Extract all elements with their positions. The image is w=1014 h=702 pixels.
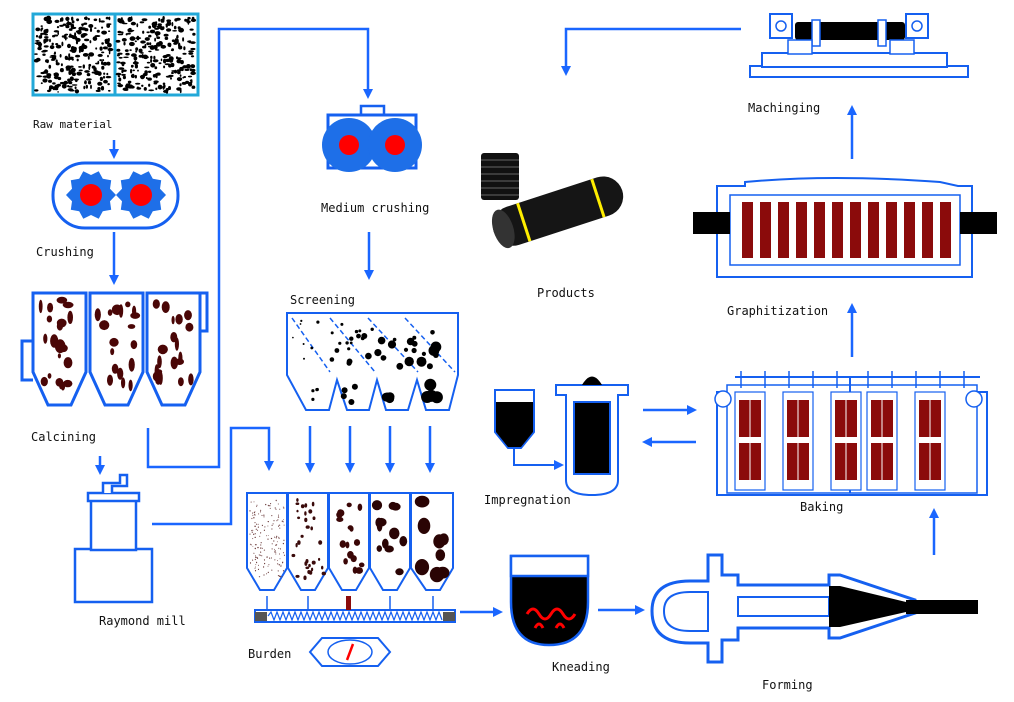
medium-crusher <box>322 104 422 172</box>
flow-arrows <box>95 27 939 617</box>
forming-press <box>650 553 978 664</box>
burden-material <box>249 495 450 583</box>
calcining-material <box>38 296 194 392</box>
label-raymond-mill: Raymond mill <box>99 614 186 628</box>
screened-particles <box>292 319 443 405</box>
label-calcining: Calcining <box>31 430 97 444</box>
label-crushing: Crushing <box>36 245 94 259</box>
label-burden: Burden <box>248 647 292 661</box>
label-graphitization: Graphitization <box>727 304 829 318</box>
label-impregnation: Impregnation <box>484 493 571 507</box>
burden-conveyor <box>254 596 456 623</box>
impregnation-tank <box>494 376 629 497</box>
label-medium-crushing: Medium crushing <box>321 201 430 215</box>
baking-furnace <box>714 371 988 496</box>
lathe-machine <box>749 13 969 78</box>
label-products: Products <box>537 286 595 300</box>
label-machining: Machinging <box>748 101 821 115</box>
label-kneading: Kneading <box>552 660 610 674</box>
label-baking: Baking <box>800 500 844 514</box>
graphite-electrode-products <box>481 153 624 249</box>
graphitization-furnace <box>693 177 997 278</box>
kneader <box>509 554 590 647</box>
raymond-mill <box>73 473 154 604</box>
label-forming: Forming <box>762 678 813 692</box>
burden-scale <box>308 637 392 667</box>
burden-bins <box>246 492 454 591</box>
raw-material-bin <box>31 12 200 97</box>
crusher-icon <box>51 161 180 230</box>
label-raw-material: Raw material <box>33 118 113 131</box>
label-screening: Screening <box>290 293 356 307</box>
